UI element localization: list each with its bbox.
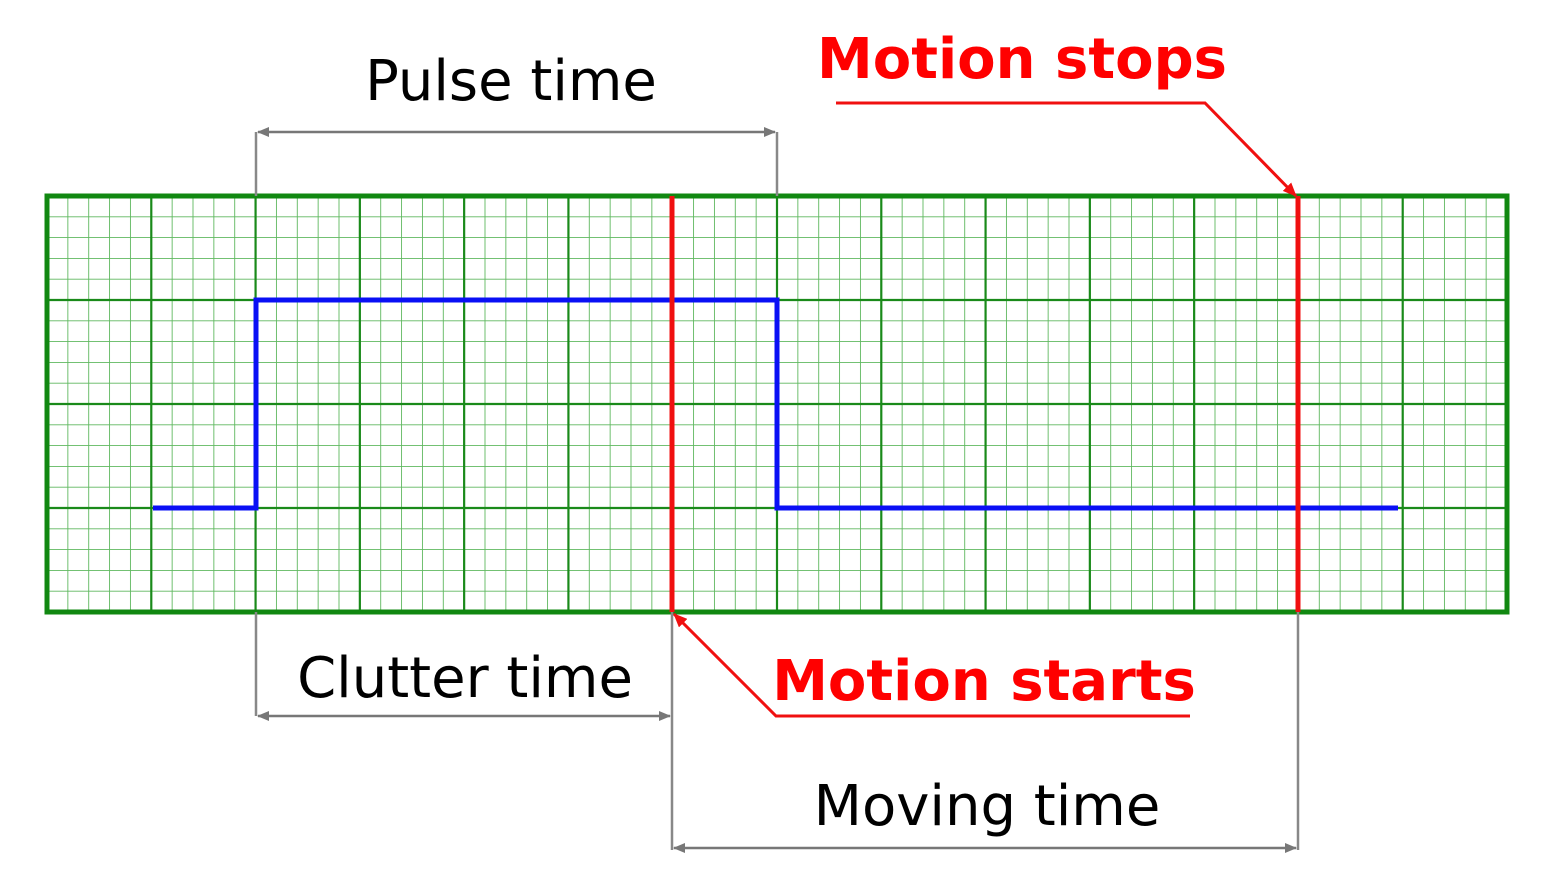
grid-paper [44, 193, 1510, 615]
extension-lines [254, 132, 1300, 850]
motion-stops-label: Motion stops [817, 27, 1227, 92]
moving-time-label: Moving time [814, 774, 1161, 839]
pulse-signal [153, 297, 1398, 511]
clutter-time-label: Clutter time [297, 646, 633, 711]
motion-starts-label: Motion starts [772, 649, 1196, 714]
motion-stops-leader [836, 101, 1298, 198]
motion-starts-leader [672, 612, 1190, 718]
pulse-time-label: Pulse time [365, 49, 657, 114]
